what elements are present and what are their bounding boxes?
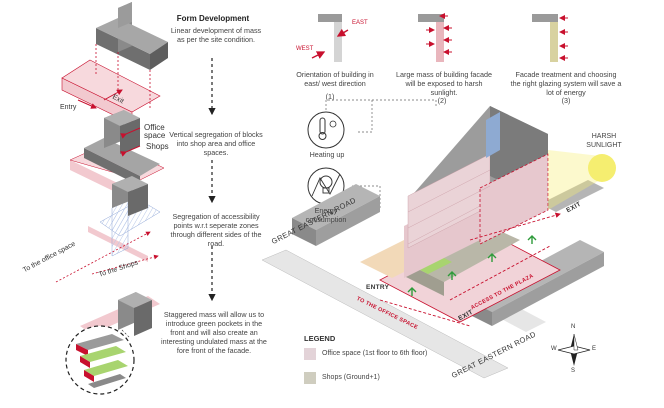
- orientation-number-1: (1): [325, 92, 335, 101]
- compass-south-label: S: [571, 368, 576, 374]
- compass-north-label: N: [571, 324, 576, 330]
- orientation-number-2: (2): [437, 96, 447, 105]
- site-plan-isometric: [261, 106, 616, 379]
- step1-description: Linear development of mass as per the si…: [170, 26, 262, 44]
- step3-description: Segregation of accessibility points w.r.…: [170, 212, 262, 248]
- orientation-caption-2: Large mass of building facade will be ex…: [396, 70, 492, 97]
- compass-icon: [557, 333, 591, 366]
- step2-mass-diagram: [69, 110, 165, 204]
- site-entry-label: ENTRY: [366, 284, 390, 291]
- orientation-caption-1: Orientation of building in east/ west di…: [296, 70, 374, 88]
- energy-consumption-label: Energy consumption: [305, 206, 347, 224]
- legend-office-label: Office space (1st floor to 6th floor): [322, 350, 428, 357]
- step2-description: Vertical segregation of blocks into shop…: [169, 130, 263, 157]
- harsh-sunlight-label: HARSH SUNLIGHT: [586, 133, 622, 149]
- thermometer-icon: [307, 111, 345, 149]
- orientation-diagram-2: [418, 13, 452, 62]
- step3-mass-diagram: [55, 176, 161, 283]
- orientation-diagram-1: [311, 14, 349, 62]
- legend-shops-swatch: [304, 372, 316, 384]
- step4-mass-diagram: [65, 292, 160, 395]
- lightbulb-icon: [307, 167, 345, 205]
- legend-office-swatch: [304, 348, 316, 360]
- orientation-number-3: (3): [561, 96, 571, 105]
- orientation-caption-3: Facade treatment and choosing the right …: [510, 70, 622, 97]
- step4-description: Staggered mass will allow us to introduc…: [161, 310, 267, 355]
- heating-label: Heating up: [309, 150, 345, 159]
- step1-mass-diagram: [61, 2, 168, 125]
- compass-west-label: W: [551, 346, 557, 352]
- step1-entry-label: Entry: [60, 104, 77, 111]
- form-development-title: Form Development: [176, 14, 250, 23]
- legend-shops-label: Shops (Ground+1): [322, 374, 380, 381]
- step2-shops-label: Shops: [146, 142, 169, 151]
- orientation-diagram-3: [532, 14, 568, 62]
- compass-east-label: E: [592, 346, 597, 352]
- step2-office-label: Office space: [144, 123, 166, 140]
- east-label: EAST: [352, 20, 368, 26]
- legend-title: LEGEND: [304, 334, 336, 343]
- west-label: WEST: [296, 46, 314, 52]
